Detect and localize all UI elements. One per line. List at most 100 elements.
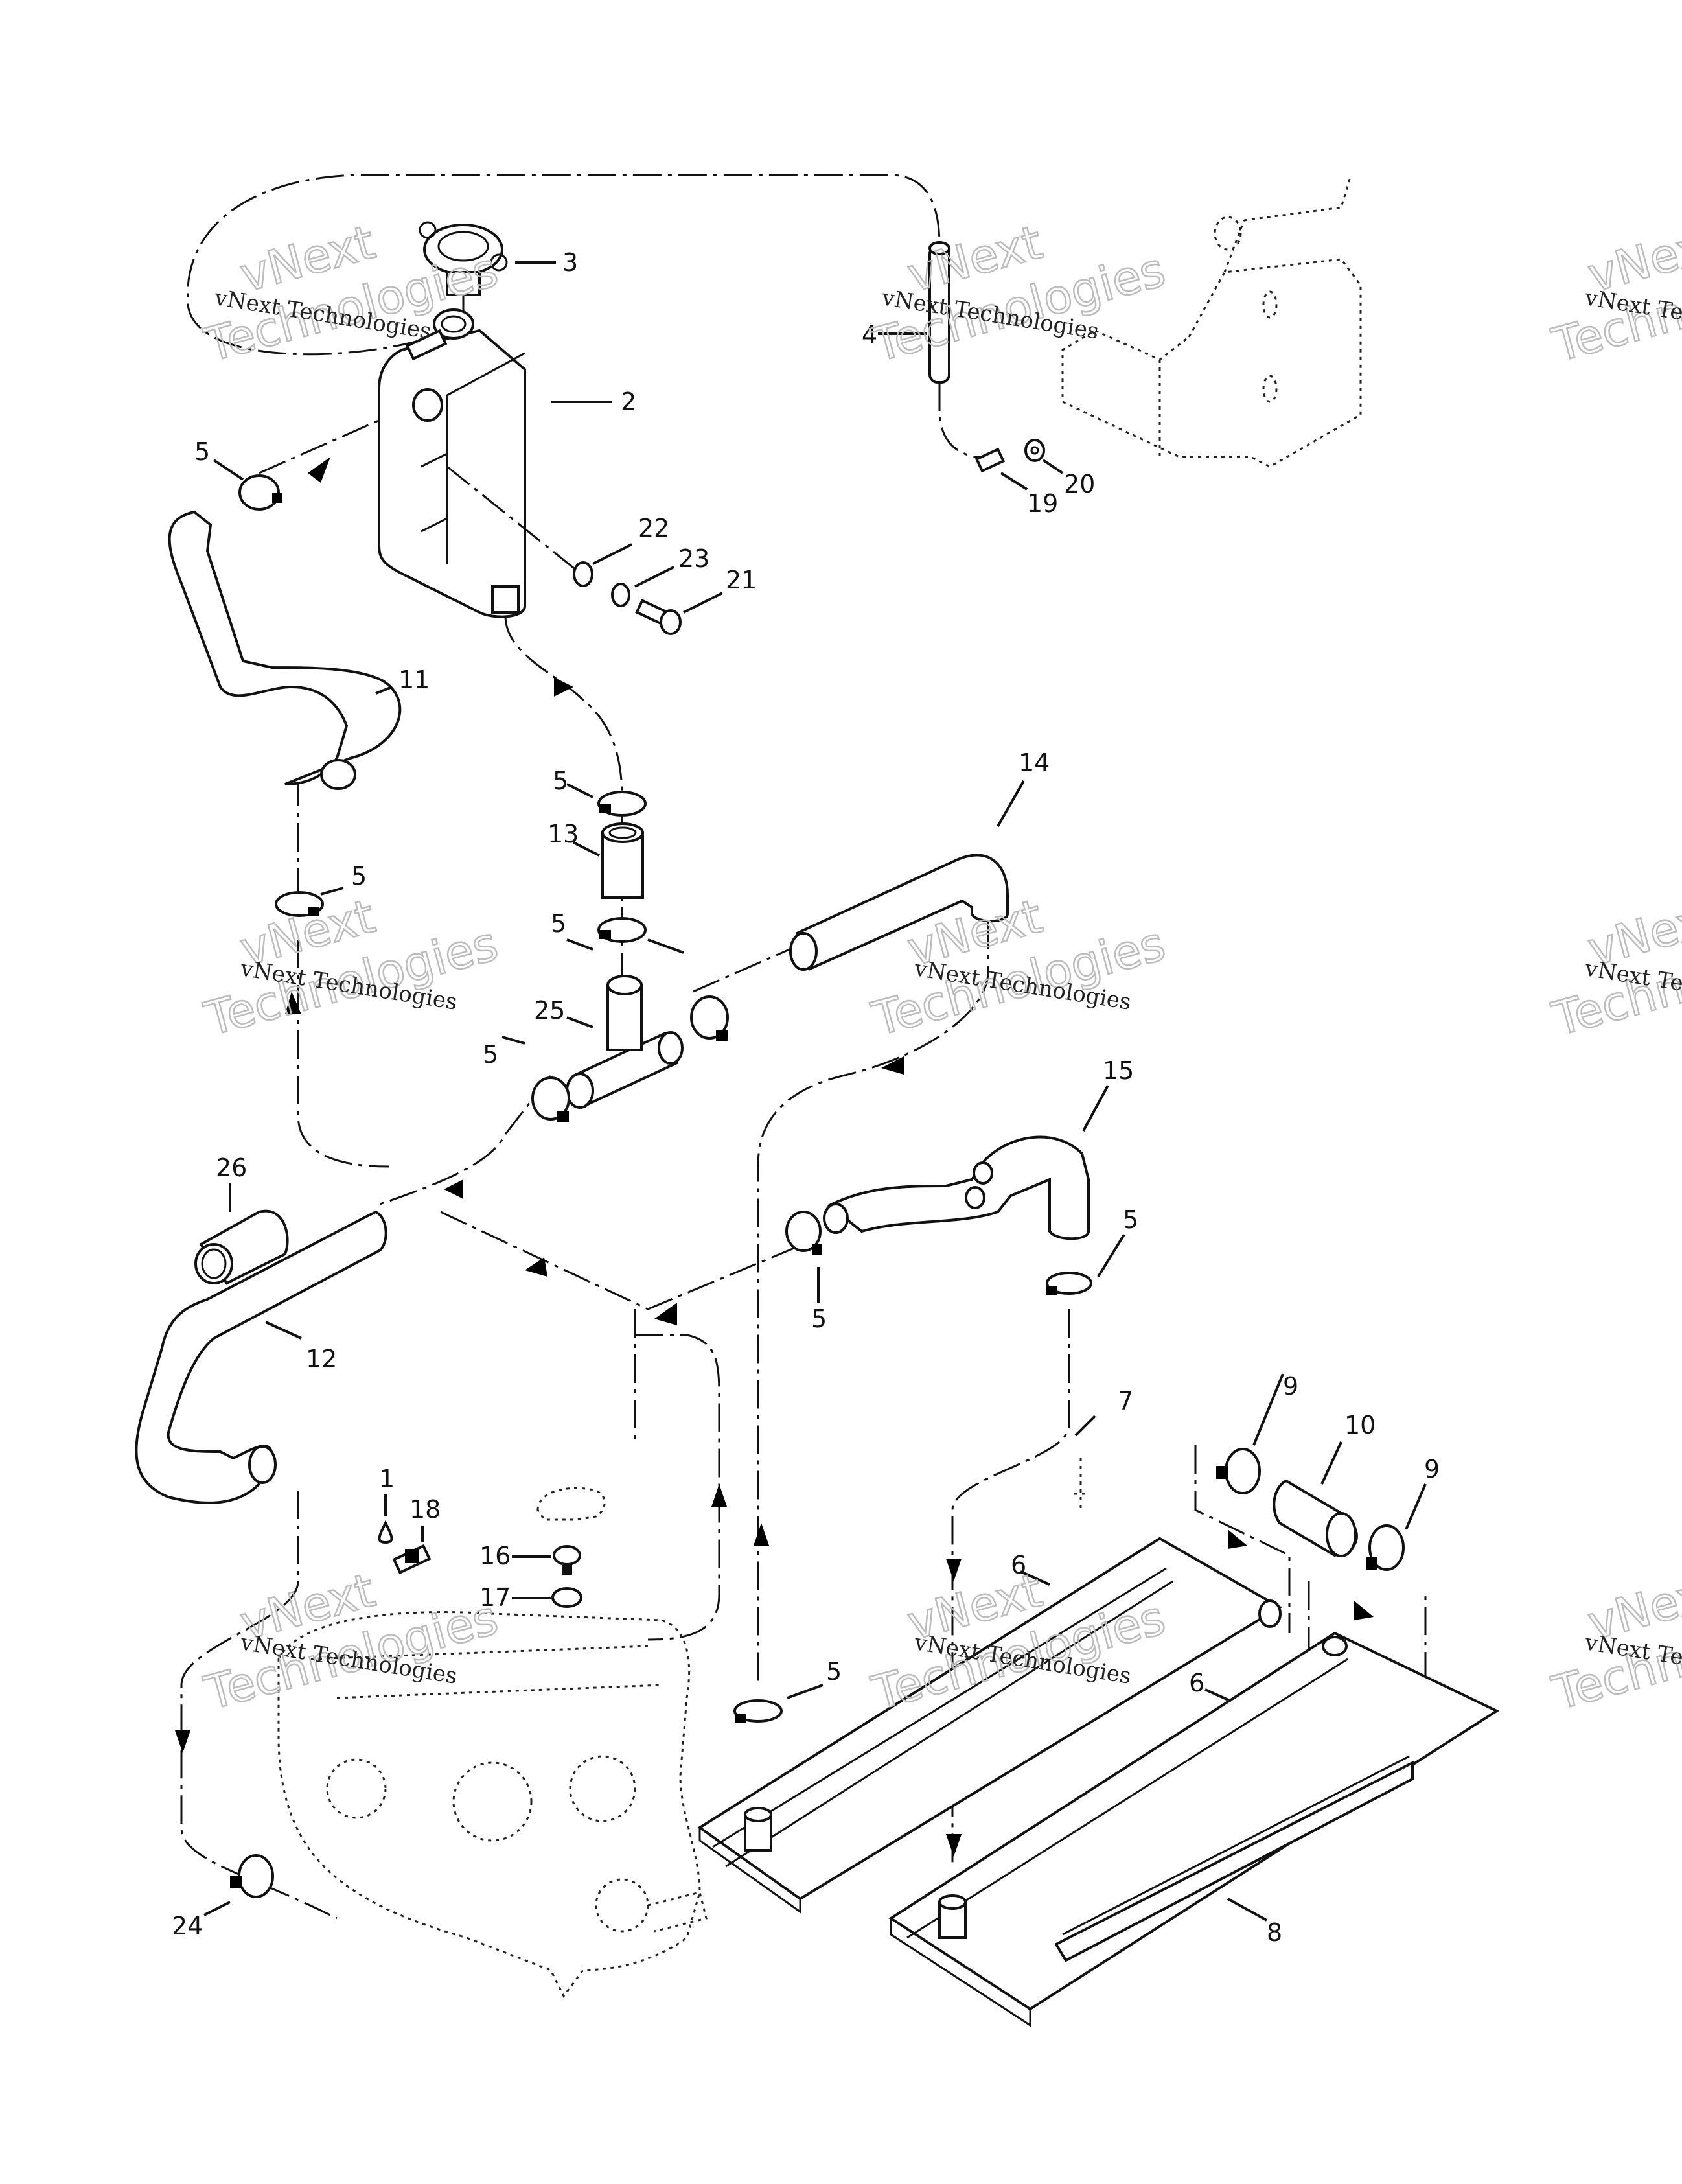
temp-sensor[interactable] xyxy=(392,1544,432,1575)
label-5-15-left: 5 xyxy=(811,1305,827,1333)
flow-line-14-down xyxy=(757,920,989,1685)
label-24: 24 xyxy=(172,1912,203,1940)
watermark: vNext Technologies xyxy=(1546,214,1682,373)
label-12: 12 xyxy=(306,1345,337,1373)
leader-lines xyxy=(203,261,1427,1922)
clamp-9a[interactable] xyxy=(1216,1448,1261,1494)
label-5-lower-13: 5 xyxy=(551,909,566,938)
label-5-left-11: 5 xyxy=(351,862,367,890)
clamp-15-left[interactable] xyxy=(785,1211,822,1255)
protector-strip[interactable] xyxy=(1054,1755,1414,1962)
temp-sensor-tip[interactable] xyxy=(378,1520,393,1544)
label-11: 11 xyxy=(398,666,430,694)
heat-exchanger-a[interactable] xyxy=(697,1537,1282,1914)
arrow-icon xyxy=(1228,1529,1247,1549)
label-16: 16 xyxy=(479,1542,511,1570)
screw-7[interactable] xyxy=(1074,1458,1087,1510)
arrow-icon xyxy=(711,1484,727,1507)
hose-10[interactable] xyxy=(1273,1479,1358,1557)
hose-11[interactable] xyxy=(168,510,402,790)
label-6-a: 6 xyxy=(1011,1551,1026,1579)
label-5-15-right: 5 xyxy=(1123,1205,1138,1234)
clamp-left-11[interactable] xyxy=(275,891,324,917)
label-26: 26 xyxy=(216,1154,247,1182)
heat-exchanger-b[interactable] xyxy=(888,1631,1500,2027)
arrow-icon xyxy=(175,1730,190,1753)
arrow-icon xyxy=(444,1179,463,1199)
flow-line-tank-loop xyxy=(187,174,941,356)
fitting-elbow[interactable] xyxy=(974,447,1006,473)
clamp-upper-13[interactable] xyxy=(597,791,647,817)
bolt[interactable] xyxy=(635,598,682,635)
flow-line-overflow xyxy=(938,382,998,459)
label-4: 4 xyxy=(862,321,877,349)
label-13: 13 xyxy=(547,820,579,848)
flow-line-11-down xyxy=(297,778,389,1168)
hose-13[interactable] xyxy=(601,822,644,899)
engine-reservoir-phantom xyxy=(1061,174,1362,468)
thermostat-housing-phantom xyxy=(536,1487,606,1521)
arrow-icon xyxy=(754,1523,769,1546)
label-19: 19 xyxy=(1027,489,1058,518)
flow-line-engine-outlet xyxy=(634,1309,720,1641)
watermark: vNext Technologies xyxy=(198,888,504,1047)
label-7: 7 xyxy=(1118,1387,1133,1415)
label-5-tee-left: 5 xyxy=(483,1040,498,1069)
clamp-15-right[interactable] xyxy=(1046,1272,1092,1295)
overflow-hose[interactable] xyxy=(928,241,950,384)
arrow-icon xyxy=(946,1559,962,1581)
hose-12[interactable] xyxy=(135,1210,387,1504)
hose-14[interactable] xyxy=(789,854,1009,971)
watermark: vNext Technologies xyxy=(1546,1562,1682,1721)
clamp-engine[interactable] xyxy=(230,1854,274,1898)
flat-washer[interactable] xyxy=(573,561,593,587)
label-14: 14 xyxy=(1019,749,1050,777)
label-21: 21 xyxy=(726,566,757,594)
engine-phantom xyxy=(277,1611,708,1998)
flow-line-diagonal xyxy=(440,1211,804,1310)
watermark: vNext Technologies xyxy=(866,214,1171,373)
arrow-icon xyxy=(881,1056,904,1075)
label-10: 10 xyxy=(1344,1411,1376,1439)
clamp-lower-13[interactable] xyxy=(597,917,647,943)
clamp-tank[interactable] xyxy=(238,474,282,511)
flow-arrows xyxy=(175,457,1374,1857)
part-labels: 3 2 4 19 20 5 22 23 21 11 5 13 5 5 14 25… xyxy=(172,248,1440,1947)
grommet[interactable] xyxy=(1024,439,1045,462)
label-2: 2 xyxy=(621,388,636,416)
label-5-tank: 5 xyxy=(194,437,210,466)
arrow-icon xyxy=(554,677,573,697)
flow-line-15-down xyxy=(951,1309,1070,1866)
label-15: 15 xyxy=(1103,1056,1134,1085)
label-25: 25 xyxy=(534,996,565,1025)
arrow-icon xyxy=(654,1303,677,1325)
lock-washer[interactable] xyxy=(611,583,630,607)
label-3: 3 xyxy=(562,248,578,277)
flow-line-tee-left xyxy=(375,1075,552,1207)
arrow-icon xyxy=(946,1834,962,1857)
watermark: vNext Technologies xyxy=(1546,888,1682,1047)
label-22: 22 xyxy=(638,514,669,542)
clamp-tee-left[interactable] xyxy=(531,1076,570,1122)
label-17: 17 xyxy=(479,1583,511,1612)
arrow-icon xyxy=(308,457,330,483)
tee-fitting[interactable] xyxy=(566,975,684,1109)
label-5-exchanger: 5 xyxy=(826,1657,842,1686)
radiator-cap[interactable] xyxy=(419,221,508,324)
label-6-b: 6 xyxy=(1189,1669,1204,1697)
o-ring[interactable] xyxy=(551,1587,582,1608)
flow-line-bolt xyxy=(446,465,577,572)
hose-15[interactable] xyxy=(823,1135,1090,1240)
flow-line-9-left xyxy=(1194,1445,1291,1633)
spring-sleeve[interactable] xyxy=(194,1209,289,1285)
label-1: 1 xyxy=(379,1465,395,1493)
bleeder-screw[interactable] xyxy=(553,1545,581,1575)
clamp-9b[interactable] xyxy=(1366,1524,1405,1571)
label-20: 20 xyxy=(1064,470,1095,498)
arrow-icon xyxy=(1354,1601,1374,1620)
clamp-exchanger[interactable] xyxy=(733,1699,783,1723)
coolant-tank[interactable] xyxy=(378,308,526,618)
clamp-tee-right[interactable] xyxy=(690,995,729,1041)
arrow-icon xyxy=(285,992,301,1014)
